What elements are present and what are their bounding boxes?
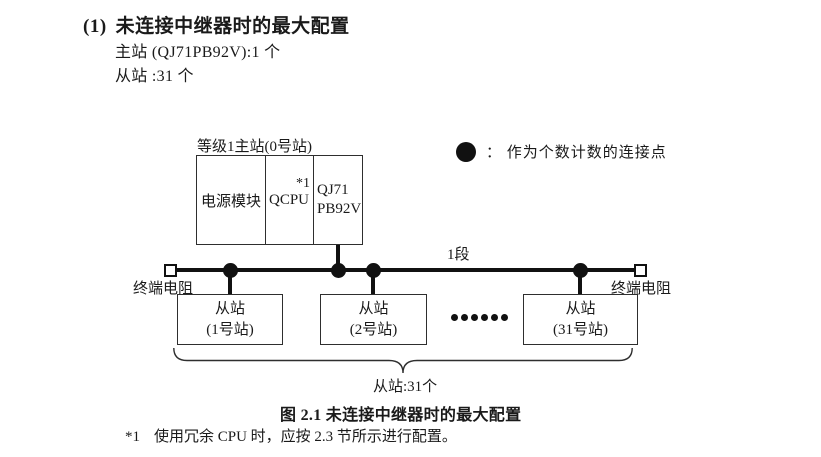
slave-count-label: 从站:31个 xyxy=(373,379,438,395)
slave-box-number: (2号站) xyxy=(349,321,398,338)
footnote-text: 使用冗余 CPU 时，应按 2.3 节所示进行配置。 xyxy=(154,429,457,445)
terminating-resistor-right xyxy=(634,264,647,277)
underbrace xyxy=(173,347,633,374)
connection-dot-slave1 xyxy=(223,263,238,278)
qcpu-cell: *1 QCPU xyxy=(266,156,314,244)
connection-dot-slave2 xyxy=(366,263,381,278)
footnote-marker: *1 xyxy=(125,429,140,445)
master-station-label: 等级1主站(0号站) xyxy=(197,139,312,155)
legend-label: ： 作为个数计数的连接点 xyxy=(486,145,667,161)
power-module-cell: 电源模块 xyxy=(197,156,266,244)
figure-caption: 图 2.1 未连接中继器时的最大配置 xyxy=(280,407,522,424)
section-number: (1) xyxy=(83,16,107,37)
bus-segment-line xyxy=(171,268,641,272)
terminating-resistor-left-label: 终端电阻 xyxy=(133,281,194,297)
connection-point-icon xyxy=(456,141,476,162)
slave-box-title: 从站 xyxy=(358,301,389,318)
section-heading: (1) 未连接中继器时的最大配置 xyxy=(83,11,350,38)
slave-box-2: 从站 (2号站) xyxy=(320,294,427,345)
segment-label: 1段 xyxy=(447,247,470,263)
slave-box-title: 从站 xyxy=(214,301,245,318)
slave-box-number: (1号站) xyxy=(206,321,254,338)
slave-box-number: (31号站) xyxy=(553,321,608,338)
footnote: *1 使用冗余 CPU 时，应按 2.3 节所示进行配置。 xyxy=(125,425,457,446)
qj71-label-line1: QJ71 xyxy=(317,182,349,199)
terminating-resistor-left xyxy=(164,264,177,277)
slave-spec-line: 从站 :31 个 xyxy=(115,68,194,85)
qcpu-label: QCPU xyxy=(269,192,310,208)
qcpu-footnote-ref: *1 xyxy=(296,176,310,191)
legend: ： 作为个数计数的连接点 xyxy=(456,141,667,162)
qj71-label-line2: PB92V xyxy=(317,201,362,217)
drop-line-slave31 xyxy=(578,270,582,294)
slave-box-1: 从站 (1号站) xyxy=(177,294,283,345)
drop-line-slave2 xyxy=(371,270,375,294)
slave-box-31: 从站 (31号站) xyxy=(523,294,638,345)
master-spec-line: 主站 (QJ71PB92V):1 个 xyxy=(115,44,281,61)
ellipsis-dots xyxy=(451,314,508,321)
drop-line-master xyxy=(336,245,340,270)
slave-box-title: 从站 xyxy=(565,301,596,318)
drop-line-slave1 xyxy=(228,270,232,294)
master-station-box: 电源模块 *1 QCPU QJ71 PB92V xyxy=(196,155,363,245)
connection-dot-slave31 xyxy=(573,263,588,278)
connection-dot-master xyxy=(331,263,346,278)
terminating-resistor-right-label: 终端电阻 xyxy=(611,281,672,297)
section-title: 未连接中继器时的最大配置 xyxy=(115,16,350,37)
qj71pb92v-cell: QJ71 PB92V xyxy=(314,156,361,244)
